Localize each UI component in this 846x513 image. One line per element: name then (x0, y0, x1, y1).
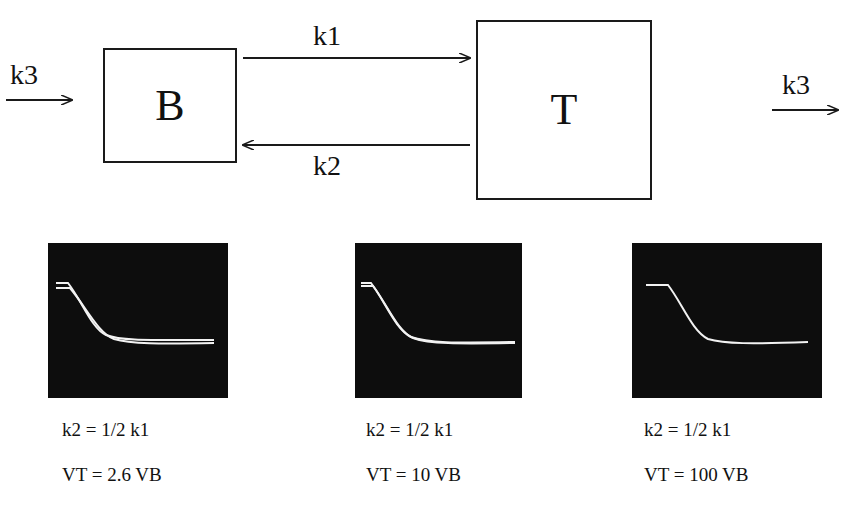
oscilloscope-trace (48, 243, 228, 398)
outflow-arrow (772, 109, 838, 111)
compartment-box: B (103, 48, 237, 163)
trace-caption: k2 = 1/2 k1 (62, 420, 149, 441)
trace-caption: VT = 2.6 VB (62, 465, 162, 486)
rate-label: k1 (313, 21, 341, 52)
trace-caption: VT = 100 VB (644, 465, 749, 486)
oscilloscope-trace (632, 243, 822, 398)
node-label: B (155, 84, 184, 128)
trace-caption: VT = 10 VB (366, 465, 461, 486)
rate-label: k2 (313, 151, 341, 182)
rate-arrow (243, 144, 470, 146)
oscilloscope-trace (355, 243, 522, 398)
rate-arrow (243, 57, 470, 59)
inflow-arrow (6, 99, 72, 101)
trace-caption: k2 = 1/2 k1 (366, 420, 453, 441)
node-label: T (551, 88, 578, 132)
rate-label: k3 (10, 60, 38, 91)
trace-caption: k2 = 1/2 k1 (644, 420, 731, 441)
compartment-box: T (476, 20, 652, 200)
rate-label: k3 (782, 70, 810, 101)
